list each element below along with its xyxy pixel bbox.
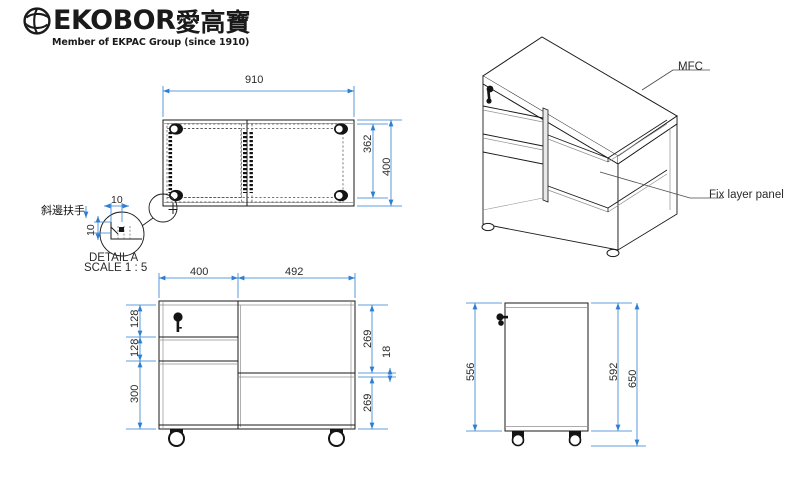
detail-a-title: DETAIL A xyxy=(89,252,139,264)
brand-name-cjk: 愛高寶 xyxy=(175,8,251,37)
note-bevel-handrail-cjk: 斜邊扶手 xyxy=(41,204,85,217)
dim-drawer-1-height: 128 xyxy=(129,309,141,328)
cabinet-lock-with-key-icon xyxy=(173,312,183,332)
annotation-mfc: MFC xyxy=(678,61,703,73)
dim-overall-depth: 400 xyxy=(381,157,393,176)
brand-tagline: Member of EKPAC Group (since 1910) xyxy=(52,37,250,48)
caster-wheel-icon xyxy=(481,222,620,258)
annotation-fix-layer-panel: Fix layer panel xyxy=(709,189,784,201)
caster-wheel-icon xyxy=(168,429,345,447)
dim-body-height: 592 xyxy=(608,362,620,381)
dim-upper-shelf-height: 269 xyxy=(362,329,374,348)
caster-wheel-icon xyxy=(511,431,582,447)
dim-inner-depth: 362 xyxy=(362,134,374,153)
dim-open-shelf-width: 492 xyxy=(285,266,304,278)
detail-a-view xyxy=(83,203,145,257)
dim-lower-shelf-height: 269 xyxy=(362,393,374,412)
cabinet-lock-with-key-icon xyxy=(496,313,508,326)
cabinet-lock-with-key-icon xyxy=(486,85,494,104)
brand-name-latin: EKOBOR xyxy=(53,5,176,36)
dim-drawer-block-width: 400 xyxy=(190,266,209,278)
dim-body-inner-height: 556 xyxy=(465,362,477,381)
front-view xyxy=(126,273,396,447)
dim-chamfer-width: 10 xyxy=(111,194,123,206)
detail-a-scale: SCALE 1 : 5 xyxy=(84,262,148,274)
dim-chamfer-height: 10 xyxy=(85,224,97,236)
caster-wheel-icon xyxy=(169,123,348,202)
dim-overall-height: 650 xyxy=(627,369,639,388)
side-view xyxy=(466,302,646,447)
top-view xyxy=(127,86,402,237)
dim-overall-width: 910 xyxy=(245,74,264,86)
dim-drawer-3-height: 300 xyxy=(129,384,141,403)
ekobor-globe-arrows-icon xyxy=(22,6,52,36)
iso-view xyxy=(481,36,723,258)
annotation-leaders xyxy=(599,69,723,199)
company-logo: EKOBOR 愛高寶 Member of EKPAC Group (since … xyxy=(22,6,252,48)
dim-drawer-2-height: 128 xyxy=(129,338,141,357)
dim-shelf-thickness: 18 xyxy=(381,345,393,358)
